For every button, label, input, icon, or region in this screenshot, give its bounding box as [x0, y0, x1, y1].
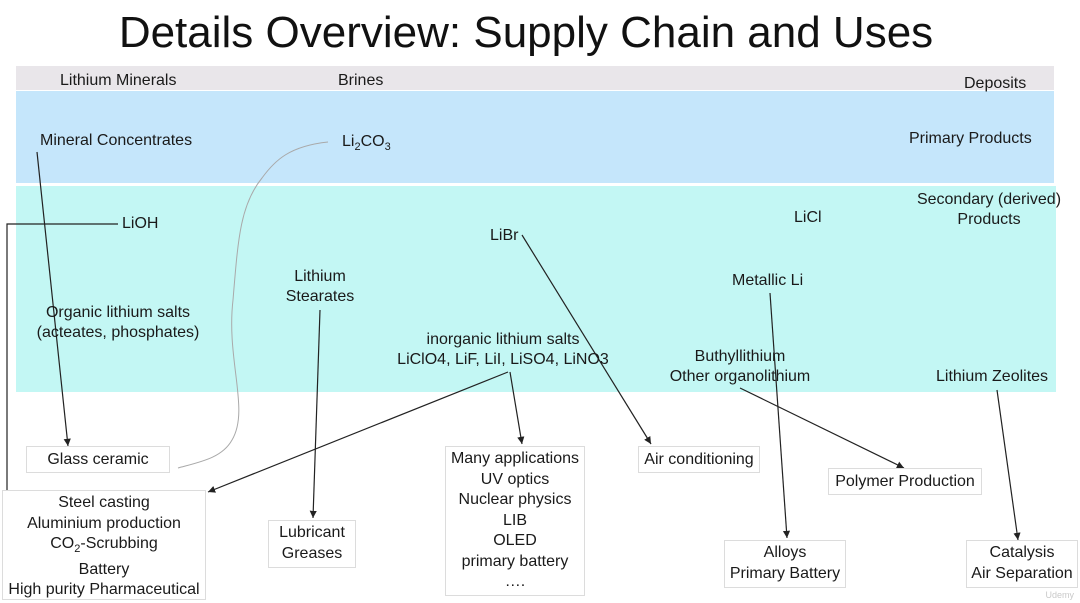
- box-polymer-production: Polymer Production: [828, 468, 982, 495]
- link-lioh-steel: [6, 223, 118, 588]
- box-many-applications: Many applications UV optics Nuclear phys…: [445, 446, 585, 596]
- label-primary-products: Primary Products: [909, 130, 1032, 147]
- co2-scrubbing-label: CO2-Scrubbing: [50, 535, 158, 556]
- label-lithium-stearates: Lithium Stearates: [285, 268, 355, 305]
- link-inorganic-many: [509, 371, 525, 445]
- label-li2co3: Li2CO3: [342, 133, 391, 154]
- primary-band: [16, 91, 1054, 183]
- header-band: [16, 66, 1054, 90]
- label-secondary-products: Secondary (derived) Products: [916, 191, 1062, 228]
- label-butyllithium: Buthyllithium Other organolithium: [669, 348, 811, 385]
- label-metallic-li: Metallic Li: [732, 272, 804, 289]
- label-inorganic-salts: inorganic lithium salts LiClO4, LiF, LiI…: [397, 331, 609, 368]
- link-stearates-lubricant: [309, 309, 321, 519]
- link-inorganic-steel: [207, 371, 509, 493]
- label-organic-salts: Organic lithium salts (acteates, phospha…: [36, 304, 200, 341]
- link-libr-air: [521, 234, 652, 445]
- label-lithium-minerals: Lithium Minerals: [60, 72, 177, 89]
- link-zeolites-catalysis: [996, 389, 1021, 541]
- label-lithium-zeolites: Lithium Zeolites: [936, 368, 1049, 385]
- link-metallic-alloys: [769, 292, 791, 539]
- box-lubricant: Lubricant Greases: [268, 520, 356, 568]
- link-li2co3-glass: [177, 141, 329, 469]
- label-libr: LiBr: [490, 227, 519, 244]
- label-licl: LiCl: [794, 209, 822, 226]
- box-steel-casting: Steel casting Aluminium production CO2-S…: [2, 490, 206, 600]
- link-minerals-glass: [36, 151, 71, 447]
- label-mineral-concentrates: Mineral Concentrates: [40, 132, 193, 149]
- box-glass-ceramic: Glass ceramic: [26, 446, 170, 473]
- box-air-conditioning: Air conditioning: [638, 446, 760, 473]
- watermark: Udemy: [1045, 590, 1074, 600]
- box-alloys: Alloys Primary Battery: [724, 540, 846, 588]
- box-catalysis: Catalysis Air Separation: [966, 540, 1078, 588]
- link-butyl-polymer: [739, 387, 905, 469]
- secondary-band: [16, 186, 1056, 392]
- label-brines: Brines: [338, 72, 384, 89]
- slide-title: Details Overview: Supply Chain and Uses: [118, 8, 934, 57]
- label-lioh: LiOH: [122, 215, 159, 232]
- label-deposits: Deposits: [964, 75, 1027, 92]
